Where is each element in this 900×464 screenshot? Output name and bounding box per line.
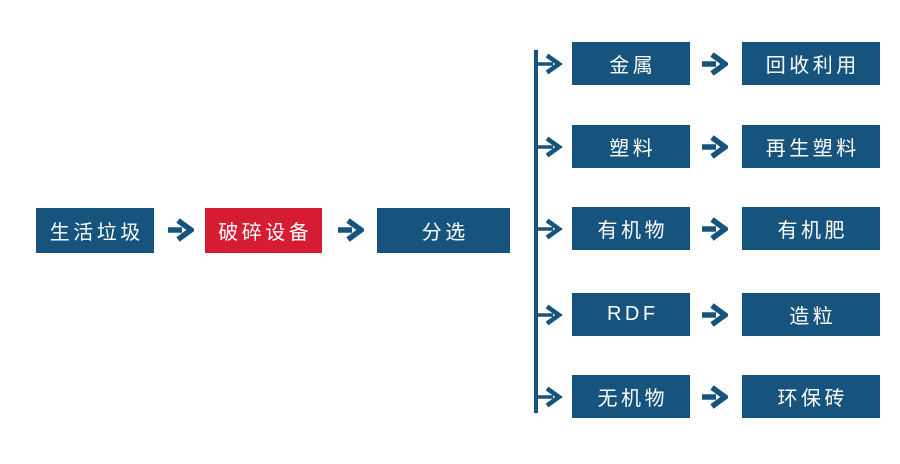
node-eco-brick: 环保砖 — [742, 375, 880, 418]
node-household-waste: 生活垃圾 — [36, 208, 154, 253]
node-sorting: 分选 — [377, 208, 510, 253]
node-label: RDF — [606, 303, 659, 325]
branch-arrow-right-icon — [536, 217, 564, 241]
arrow-right-icon — [166, 218, 194, 242]
branch-line — [534, 50, 538, 413]
node-organic-fertilizer: 有机肥 — [742, 207, 880, 250]
node-label: 再生塑料 — [765, 138, 860, 160]
node-label: 破碎设备 — [218, 222, 313, 244]
node-recycled-plastic: 再生塑料 — [742, 125, 880, 168]
node-organic-matter: 有机物 — [572, 207, 690, 250]
branch-arrow-right-icon — [536, 303, 564, 327]
node-rdf: RDF — [572, 293, 690, 336]
node-crushing-equipment: 破碎设备 — [205, 208, 322, 253]
arrow-right-icon — [700, 303, 728, 327]
node-label: 生活垃圾 — [49, 222, 144, 244]
node-label: 塑料 — [609, 138, 657, 160]
node-granulation: 造粒 — [742, 293, 880, 336]
branch-arrow-right-icon — [536, 135, 564, 159]
node-plastic: 塑料 — [572, 125, 690, 168]
branch-arrow-right-icon — [536, 385, 564, 409]
node-label: 无机物 — [597, 388, 668, 410]
arrow-right-icon — [700, 217, 728, 241]
arrow-right-icon — [700, 52, 728, 76]
node-label: 有机物 — [597, 220, 668, 242]
node-inorganic-matter: 无机物 — [572, 375, 690, 418]
arrow-right-icon — [700, 135, 728, 159]
node-label: 有机肥 — [777, 220, 848, 242]
branch-arrow-right-icon — [536, 52, 564, 76]
node-recycling: 回收利用 — [742, 42, 880, 85]
arrow-right-icon — [336, 218, 364, 242]
node-label: 金属 — [609, 55, 657, 77]
node-label: 回收利用 — [765, 55, 860, 77]
node-metal: 金属 — [572, 42, 690, 85]
node-label: 环保砖 — [777, 388, 848, 410]
node-label: 分选 — [421, 222, 469, 244]
node-label: 造粒 — [789, 306, 837, 328]
arrow-right-icon — [700, 385, 728, 409]
